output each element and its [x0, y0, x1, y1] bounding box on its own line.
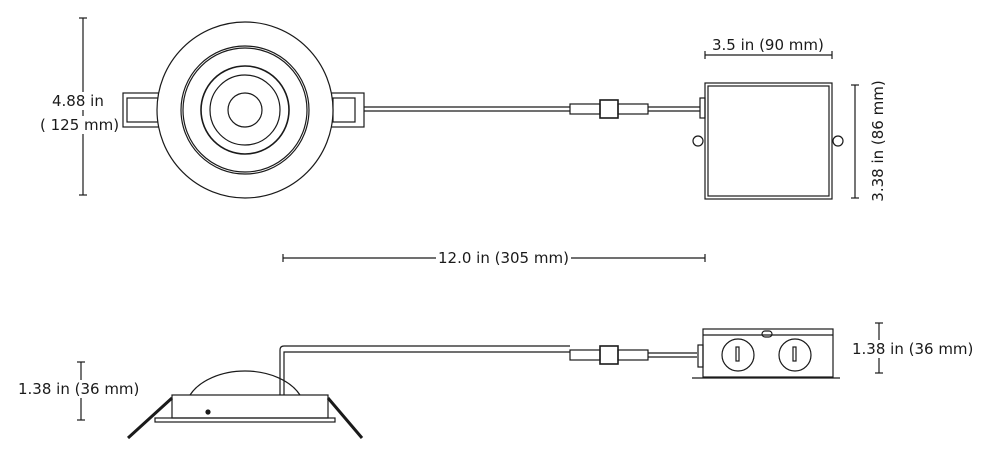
cable-top [364, 99, 700, 119]
fixture-diameter-mm: ( 125 mm) [40, 116, 120, 134]
box-width-label: 3.5 in (90 mm) [712, 36, 824, 54]
driver-box-top [692, 82, 844, 200]
fixture-top-view [122, 21, 365, 199]
cable-length-label: 12.0 in (305 mm) [436, 249, 571, 267]
driver-box-side [692, 328, 840, 379]
fixture-height-label: 1.38 in (36 mm) [18, 380, 140, 398]
box-side-height-label: 1.38 in (36 mm) [852, 340, 974, 358]
box-height-label: 3.38 in (86 mm) [869, 71, 887, 211]
cable-side [569, 345, 697, 365]
fixture-side-view [126, 345, 570, 440]
dimension-lines-side [77, 322, 883, 421]
fixture-diameter-inches: 4.88 in [52, 92, 104, 110]
